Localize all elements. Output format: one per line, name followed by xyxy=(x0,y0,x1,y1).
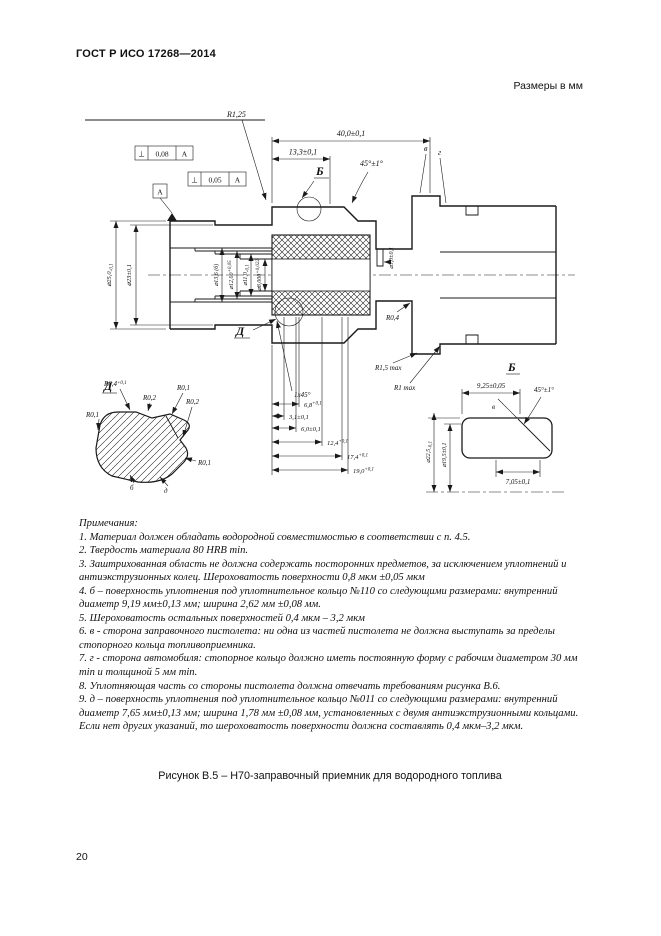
detail-d-r0-2-b: R0,2 xyxy=(142,394,157,402)
view-callouts: Б Д xyxy=(234,164,329,339)
dim-19-0: 19,0+0,1 xyxy=(353,468,374,476)
dim-dia-11: ⌀11,0-0,1 xyxy=(243,264,251,286)
surface-letter-v: в xyxy=(424,144,428,153)
dim-dia-3: ⌀3,0±0,1 xyxy=(389,247,395,269)
datum-label: A xyxy=(157,188,163,197)
dim-6-8: 6,8+0,1 xyxy=(304,402,322,410)
detail-d-r0-1-b: R0,1 xyxy=(85,411,99,419)
detail-d-r0-1-a: R0,1 xyxy=(176,384,190,392)
internal-bores xyxy=(170,206,556,344)
detail-d-r0-4: R0,4+0,1 xyxy=(103,380,127,388)
notes-title: Примечания: xyxy=(79,518,138,529)
dim-dia-25: ⌀25,0-0,1 xyxy=(106,263,115,286)
detail-d-callout-circle xyxy=(274,297,304,327)
detail-d-letter-b: б xyxy=(130,484,134,492)
outer-profile-lower xyxy=(170,300,556,355)
detail-b-dia-22-5: ⌀22,5-0,1 xyxy=(426,441,434,463)
dim-13-3: 13,3±0,1 xyxy=(289,148,317,157)
notes-block: Примечания: 1. Материал должен обладать … xyxy=(79,517,594,734)
detail-d-letter-d: д xyxy=(164,487,168,495)
detail-b-letter-v: в xyxy=(492,403,495,411)
dim-dia-13-6: ⌀13,6 (б) xyxy=(213,264,220,287)
dim-dia-8: ⌀8,000+0,022 xyxy=(256,259,263,291)
detail-d-view: Д R0,4+0,1 R0,1 R0,2 R0,2 R0,1 R0,1 б д xyxy=(85,379,211,495)
dim-17-4: 17,4+0,1 xyxy=(347,454,368,462)
note-item: 8. Уплотняющая часть со стороны пистолет… xyxy=(79,680,501,692)
gtol-frame-1 xyxy=(134,145,194,161)
gtol-value-2: 0,05 xyxy=(208,176,221,185)
ring-cross-section xyxy=(461,417,553,459)
dim-chamfer-1x45: 1x45° xyxy=(294,391,311,399)
units-note: Размеры в мм xyxy=(513,80,584,92)
detail-b-dim-7-05: 7,05±0,1 xyxy=(506,478,531,486)
detail-d-r0-2-a: R0,2 xyxy=(185,398,200,406)
doc-number: ГОСТ Р ИСО 17268—2014 xyxy=(76,48,216,60)
note-item: 9. д – поверхность уплотнения под уплотн… xyxy=(79,694,579,733)
note-item: 5. Шероховатость остальных поверхностей … xyxy=(79,612,365,624)
main-section-view xyxy=(85,119,575,355)
dimension-lines: 40,0±0,1 13,3±0,1 45°±1° в г R1,25 ⌀25,0… xyxy=(106,110,447,476)
note-item: 1. Материал должен обладать водородной с… xyxy=(79,531,471,543)
bore-channel xyxy=(271,258,371,292)
page-number: 20 xyxy=(76,851,88,863)
dim-12-4: 12,4+0,1 xyxy=(327,440,348,448)
view-b-label: Б xyxy=(315,164,324,178)
dim-3-1: 3,1±0,1 xyxy=(288,414,309,421)
groove-profile xyxy=(95,411,190,483)
dim-r0-4: R0,4 xyxy=(385,314,400,322)
gtol-frames: ⊥ 0,08 A ⊥ 0,05 A A xyxy=(134,145,247,221)
detail-b-angle: 45°±1° xyxy=(534,386,554,394)
detail-b-dim-9-25: 9,25±0,05 xyxy=(477,382,506,390)
note-item: 6. в - сторона заправочного пистолета: н… xyxy=(79,626,555,651)
note-item: 7. г - сторона автомобиля: стопорное кол… xyxy=(79,653,578,679)
gtol-frame-2 xyxy=(187,171,247,187)
detail-b-title: Б xyxy=(507,360,516,374)
gtol-datum-1: A xyxy=(182,150,188,159)
note-item: 4. б – поверхность уплотнения под уплотн… xyxy=(79,585,558,611)
gtol-value-1: 0,08 xyxy=(155,150,168,159)
outer-profile-upper xyxy=(170,195,556,250)
note-item: 3. Заштрихованная область не должна соде… xyxy=(79,558,567,584)
figure-caption: Рисунок В.5 – Н70-заправочный приемник д… xyxy=(158,770,502,782)
dim-dia-12: ⌀12,00+0,05 xyxy=(228,260,235,290)
datum-triangle-icon xyxy=(167,213,177,221)
ring-chamfer-edge xyxy=(517,418,551,452)
detail-b-view: Б 9,25±0,05 45°±1° в 7,05±0,1 ⌀22,5-0,1 xyxy=(426,360,566,493)
gtol-datum-2: A xyxy=(235,176,241,185)
note-item: 2. Твердость материала 80 HRB min. xyxy=(79,545,249,557)
detail-d-title: Д xyxy=(103,379,113,393)
dim-dia-23: ⌀23±0,1 xyxy=(126,264,133,286)
dim-r1-max: R1 max xyxy=(393,384,416,392)
dim-r1-25: R1,25 xyxy=(226,110,246,119)
surface-letter-g: г xyxy=(438,148,441,157)
dim-angle-45: 45°±1° xyxy=(360,159,384,168)
detail-d-label: Д xyxy=(235,324,245,338)
detail-d-r0-1-c: R0,1 xyxy=(197,459,211,467)
detail-b-dia-19-5: ⌀19,5±0,1 xyxy=(442,443,448,468)
dim-40: 40,0±0,1 xyxy=(337,129,365,138)
detail-b-callout-circle xyxy=(296,196,322,222)
perpendicularity-icon: ⊥ xyxy=(191,176,198,185)
perpendicularity-icon: ⊥ xyxy=(138,150,145,159)
dim-r1-5-max: R1,5 max xyxy=(374,364,402,372)
dim-6-0: 6,0±0,1 xyxy=(301,426,321,433)
